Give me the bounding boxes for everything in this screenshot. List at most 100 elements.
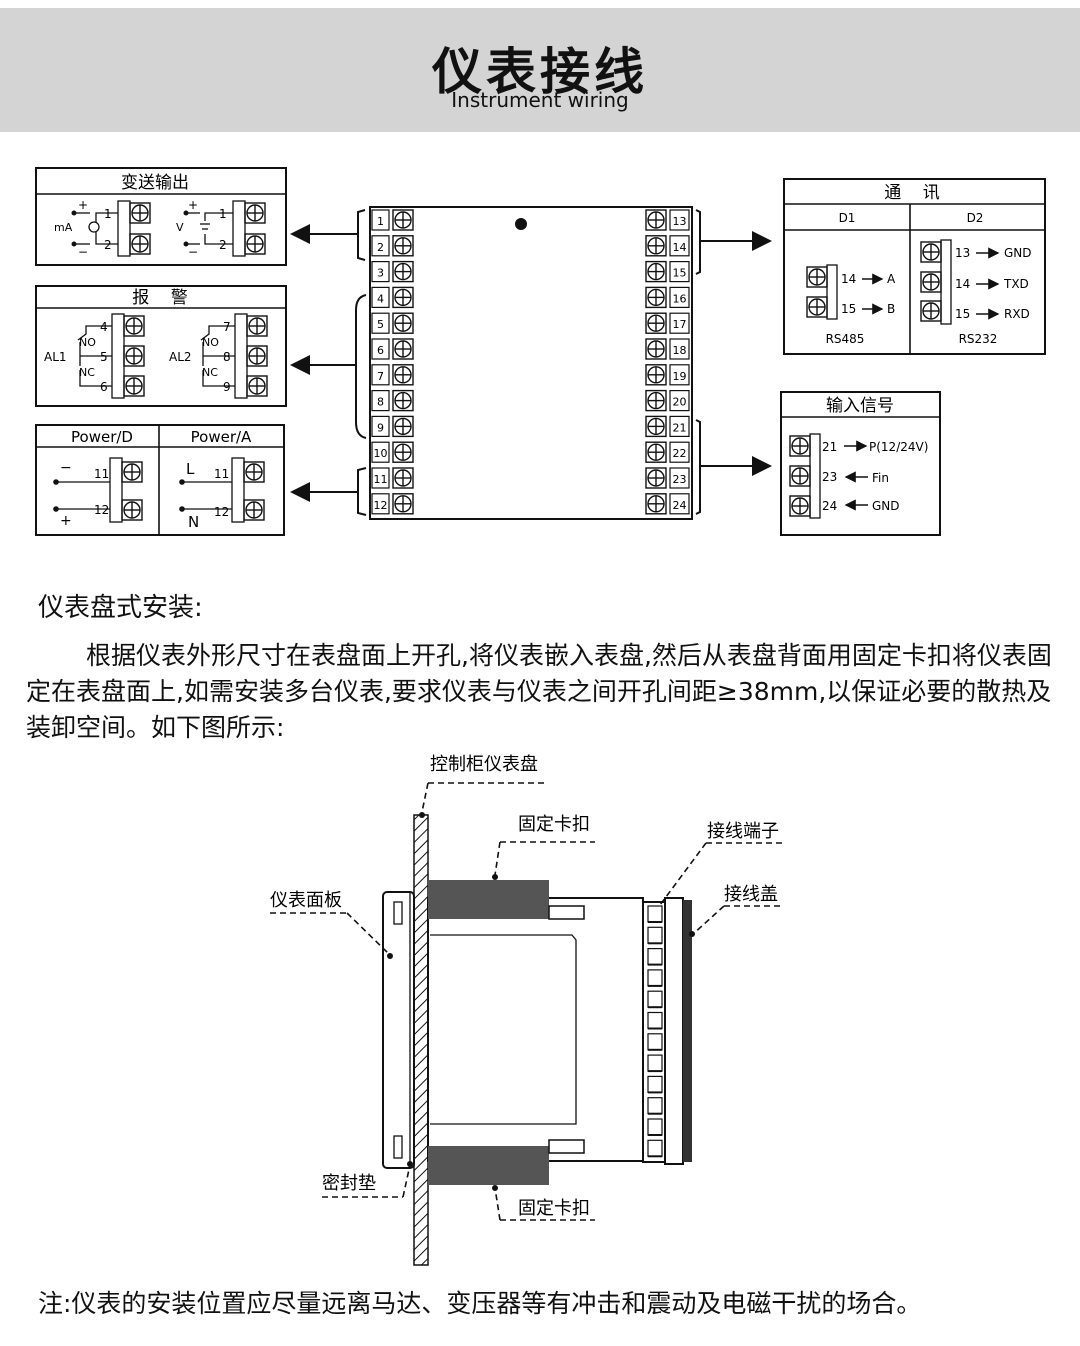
svg-text:6: 6: [377, 344, 384, 357]
cabinet-panel: [413, 814, 429, 1266]
svg-text:12: 12: [374, 499, 388, 512]
terminal-7: 7: [371, 364, 414, 386]
terminal-22: 22: [645, 441, 690, 463]
svg-text:Power/A: Power/A: [191, 428, 252, 446]
svg-text:11: 11: [94, 467, 109, 481]
svg-text:7: 7: [377, 370, 384, 383]
svg-text:AL1: AL1: [44, 350, 67, 364]
svg-text:+: +: [78, 198, 88, 212]
transmit-output-box: 变送输出 mA V + − + − 1 2 1 2: [35, 167, 287, 266]
svg-text:11: 11: [374, 473, 388, 486]
svg-text:2: 2: [219, 238, 227, 252]
svg-text:D2: D2: [967, 211, 984, 225]
svg-text:1: 1: [219, 207, 227, 221]
svg-text:6: 6: [100, 380, 108, 394]
terminal-13: 13: [645, 209, 690, 231]
svg-text:P(12/24V): P(12/24V): [869, 440, 928, 454]
svg-text:24: 24: [673, 499, 687, 512]
transmit-title: 变送输出: [121, 173, 189, 193]
svg-text:N: N: [188, 513, 199, 531]
svg-text:3: 3: [377, 267, 384, 280]
terminal-11: 11: [371, 467, 414, 489]
terminal-20: 20: [645, 389, 690, 412]
svg-text:5: 5: [100, 350, 108, 364]
svg-text:TXD: TXD: [1003, 277, 1029, 291]
svg-text:Power/D: Power/D: [71, 428, 133, 446]
svg-text:12: 12: [214, 505, 229, 519]
svg-text:13: 13: [955, 246, 970, 260]
svg-text:9: 9: [377, 421, 384, 434]
label-cover: 接线盖: [724, 884, 778, 905]
svg-text:12: 12: [94, 503, 109, 517]
svg-text:15: 15: [841, 302, 856, 316]
input-signal-box: 输入信号 21 23 24 P(12/24V) Fin GND: [780, 391, 941, 536]
fixing-clip-top: [428, 880, 549, 919]
header-band: 仪表接线 Instrument wiring: [0, 8, 1080, 132]
svg-text:RXD: RXD: [1004, 307, 1030, 321]
svg-text:1: 1: [377, 215, 384, 228]
svg-text:A: A: [887, 272, 896, 286]
label-cabinet: 控制柜仪表盘: [430, 754, 538, 775]
alarm-box: 报 警 AL1 AL2 NO NC NO NC 4 5 6 7 8 9: [35, 285, 287, 407]
terminal-19: 19: [645, 364, 690, 386]
terminal-6: 6: [371, 338, 414, 360]
svg-text:−: −: [188, 245, 198, 259]
alarm-title: 报 警: [132, 288, 188, 308]
svg-text:15: 15: [955, 307, 970, 321]
svg-text:17: 17: [673, 318, 687, 331]
communication-box: 通 讯 D1 D2 14 15 A B 13 14 15 GND TXD RXD…: [783, 178, 1046, 355]
svg-text:L: L: [186, 460, 195, 478]
install-section-title: 仪表盘式安装:: [38, 593, 203, 623]
svg-text:22: 22: [673, 447, 687, 460]
install-paragraph: 根据仪表外形尺寸在表盘面上开孔,将仪表嵌入表盘,然后从表盘背面用固定卡扣将仪表固…: [26, 641, 1052, 742]
svg-text:通 讯: 通 讯: [884, 183, 940, 203]
svg-text:GND: GND: [872, 499, 900, 513]
svg-text:RS485: RS485: [826, 332, 865, 346]
terminal-15: 15: [645, 260, 690, 283]
svg-text:4: 4: [100, 320, 108, 334]
terminal-14: 14: [645, 235, 690, 257]
terminal-18: 18: [645, 338, 690, 360]
label-terminal: 接线端子: [707, 821, 779, 842]
svg-text:7: 7: [223, 320, 231, 334]
terminal-23: 23: [645, 467, 690, 489]
svg-text:V: V: [176, 221, 184, 234]
svg-text:AL2: AL2: [169, 350, 192, 364]
svg-text:5: 5: [377, 318, 384, 331]
terminal-4: 4: [371, 286, 414, 309]
svg-text:24: 24: [822, 499, 837, 513]
terminal-9: 9: [371, 415, 414, 438]
svg-text:15: 15: [673, 267, 687, 280]
svg-text:9: 9: [223, 380, 231, 394]
terminal-5: 5: [371, 312, 414, 334]
label-panel: 仪表面板: [270, 890, 342, 911]
terminal-8: 8: [371, 389, 414, 412]
svg-text:NC: NC: [79, 366, 95, 379]
terminal-10: 10: [371, 441, 414, 463]
svg-text:14: 14: [673, 241, 687, 254]
install-note: 注:仪表的安装位置应尽量远离马达、变压器等有冲击和震动及电磁干扰的场合。: [38, 1289, 922, 1318]
terminal-21: 21: [645, 415, 690, 438]
svg-text:NO: NO: [79, 336, 96, 349]
svg-text:19: 19: [673, 370, 687, 383]
label-gasket: 密封垫: [322, 1173, 376, 1194]
svg-text:1: 1: [104, 207, 112, 221]
svg-text:2: 2: [377, 241, 384, 254]
svg-text:21: 21: [673, 421, 687, 434]
svg-text:NC: NC: [202, 366, 218, 379]
page-subtitle: Instrument wiring: [451, 88, 629, 112]
terminal-12: 12: [371, 493, 414, 515]
svg-text:−: −: [78, 245, 88, 259]
svg-text:GND: GND: [1004, 246, 1032, 260]
svg-text:21: 21: [822, 440, 837, 454]
terminal-1: 1: [371, 209, 414, 231]
svg-text:B: B: [887, 302, 895, 316]
svg-text:8: 8: [377, 396, 384, 409]
terminal-17: 17: [645, 312, 690, 334]
svg-text:mA: mA: [54, 221, 73, 234]
svg-text:14: 14: [841, 272, 856, 286]
svg-text:20: 20: [673, 396, 687, 409]
svg-text:8: 8: [223, 350, 231, 364]
